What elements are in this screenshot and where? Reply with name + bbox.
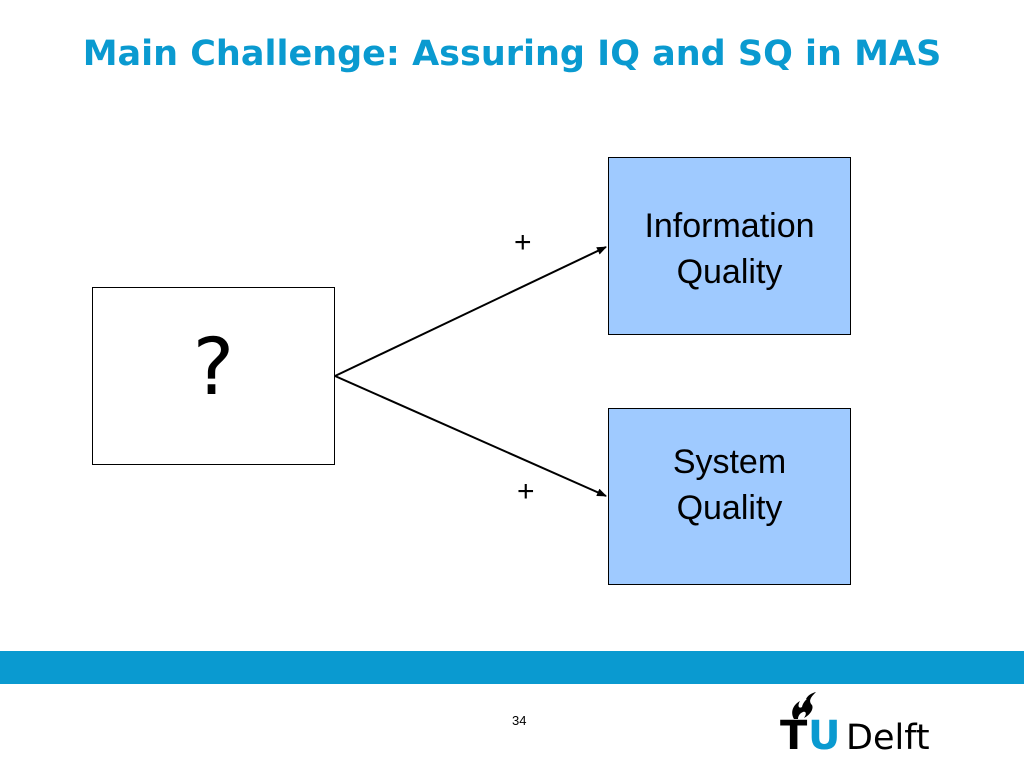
- information-quality-line2: Quality: [676, 253, 783, 291]
- footer-bar: [0, 651, 1024, 684]
- system-quality-line2: Quality: [676, 489, 783, 527]
- unknown-factor-box: ?: [92, 287, 335, 465]
- information-quality-line1: Information: [644, 207, 815, 245]
- tudelft-logo: T U Delft: [778, 690, 948, 760]
- information-quality-box: Information Quality: [608, 157, 851, 335]
- system-quality-line1: System: [672, 443, 787, 481]
- slide-title: Main Challenge: Assuring IQ and SQ in MA…: [82, 34, 942, 74]
- arrow-to-information-quality: [334, 246, 607, 377]
- logo-word-delft: Delft: [846, 718, 930, 758]
- arrow-to-system-quality: [334, 375, 607, 497]
- positive-sign-bottom: +: [517, 475, 535, 508]
- logo-letter-u: U: [808, 713, 841, 759]
- positive-sign-top: +: [514, 226, 532, 259]
- page-number: 34: [512, 713, 527, 728]
- system-quality-box: System Quality: [608, 408, 851, 585]
- system-quality-label: System Quality: [609, 439, 850, 531]
- information-quality-label: Information Quality: [609, 203, 850, 295]
- logo-letter-t: T: [780, 713, 808, 759]
- question-mark: ?: [192, 323, 235, 413]
- flame-icon: [792, 692, 816, 719]
